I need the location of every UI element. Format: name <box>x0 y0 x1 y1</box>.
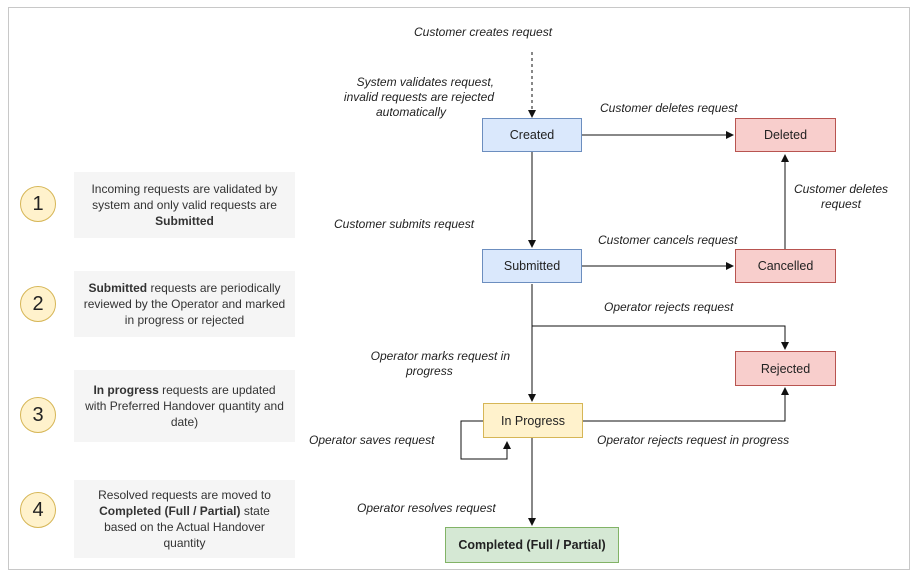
state-in-progress-label: In Progress <box>501 413 565 428</box>
state-created-label: Created <box>509 128 555 142</box>
step-3-note: In progress requests are updated with Pr… <box>74 370 295 442</box>
step-2-note: Submitted requests are periodically revi… <box>74 271 295 337</box>
step-2-text-post: requests are periodically reviewed by th… <box>83 281 286 327</box>
state-completed-label: Completed (Full / Partial) <box>458 538 606 552</box>
label-customer-deletes-right-line2: request <box>820 197 862 211</box>
label-customer-deletes-right: Customer deletes request <box>786 182 896 212</box>
state-rejected: Rejected <box>735 351 836 386</box>
label-customer-deletes-top: Customer deletes request <box>600 101 738 115</box>
step-4-text-bold: Completed (Full / Partial) <box>99 504 241 518</box>
label-operator-marks-line2: progress <box>406 364 453 378</box>
diagram-frame <box>8 7 910 570</box>
edge-in-progress-self-loop <box>460 420 511 460</box>
state-deleted-label: Deleted <box>763 128 808 142</box>
step-1-note: Incoming requests are validated by syste… <box>74 172 295 238</box>
step-3-text-post: requests are updated with Preferred Hand… <box>85 383 284 429</box>
label-customer-creates: Customer creates request <box>414 25 553 39</box>
step-4-note: Resolved requests are moved to Completed… <box>74 480 295 558</box>
state-created: Created <box>482 118 582 152</box>
step-3-text-bold: In progress <box>93 383 159 397</box>
label-customer-deletes-right-line1: Customer deletes <box>793 182 889 196</box>
state-cancelled-label: Cancelled <box>757 259 814 273</box>
step-3-number: 3 <box>20 397 56 433</box>
label-customer-submits: Customer submits request <box>334 217 475 231</box>
state-submitted-label: Submitted <box>503 259 561 273</box>
step-4-number: 4 <box>20 492 56 528</box>
step-1-number: 1 <box>20 186 56 222</box>
state-rejected-label: Rejected <box>760 361 811 376</box>
label-operator-saves: Operator saves request <box>309 433 435 447</box>
state-deleted: Deleted <box>735 118 836 152</box>
label-operator-rejects: Operator rejects request <box>604 300 734 314</box>
state-in-progress: In Progress <box>483 403 583 438</box>
label-system-validates: System validates request, invalid reques… <box>318 75 494 120</box>
label-customer-cancels: Customer cancels request <box>598 233 738 247</box>
label-system-validates-line3: automatically <box>375 105 447 119</box>
step-1-text-bold: Submitted <box>155 214 214 228</box>
label-system-validates-line1: System validates request, <box>356 75 494 89</box>
label-system-validates-line2: invalid requests are rejected <box>343 90 494 104</box>
step-1-text-pre: Incoming requests are validated by syste… <box>91 182 278 212</box>
state-submitted: Submitted <box>482 249 582 283</box>
label-operator-rejects-in-progress: Operator rejects request in progress <box>597 433 790 447</box>
label-operator-resolves: Operator resolves request <box>357 501 496 515</box>
step-4-text-pre: Resolved requests are moved to <box>98 488 271 502</box>
step-2-text-bold: Submitted <box>88 281 148 295</box>
label-operator-marks-line1: Operator marks request in <box>370 349 510 363</box>
state-completed: Completed (Full / Partial) <box>445 527 619 563</box>
label-operator-marks: Operator marks request in progress <box>330 349 510 379</box>
edge-in-progress-to-rejected <box>583 387 789 422</box>
state-cancelled: Cancelled <box>735 249 836 283</box>
step-4-text-post: state based on the Actual Handover quant… <box>104 504 270 550</box>
edge-submitted-to-rejected <box>531 284 789 350</box>
step-2-number: 2 <box>20 286 56 322</box>
